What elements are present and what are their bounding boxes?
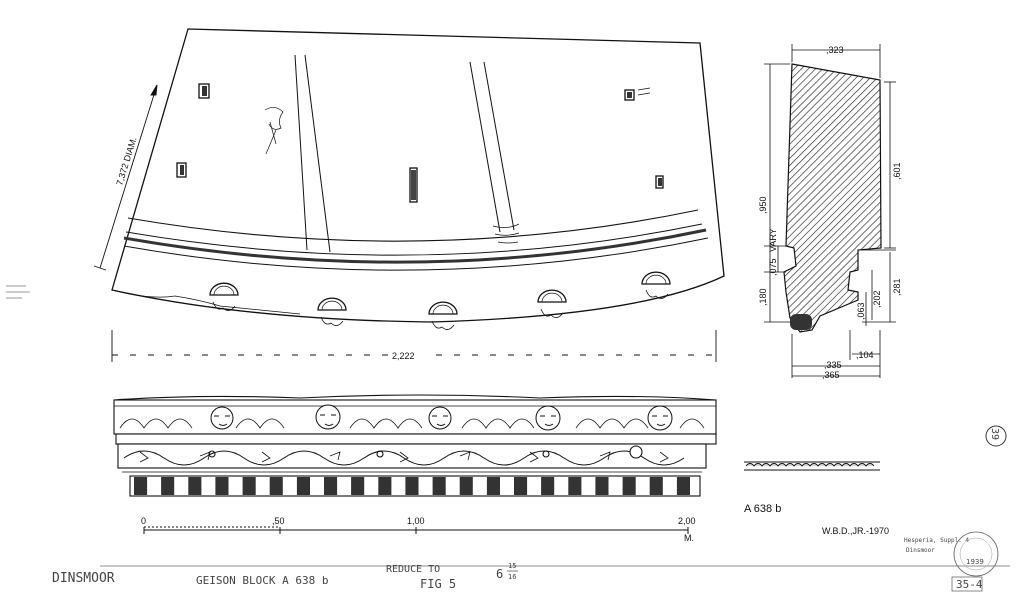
elev-top-edge <box>113 394 717 401</box>
sec-d063: ,063 <box>856 302 866 320</box>
mutule-block <box>242 477 256 495</box>
mutule-block <box>378 477 392 495</box>
width-label: 2,222 <box>392 351 415 361</box>
edge-smudge <box>6 285 30 299</box>
credit: W.B.D.,JR.-1970 <box>822 526 889 536</box>
mutule-block <box>351 477 365 495</box>
sec-d281: ,281 <box>892 278 902 296</box>
mutule-block <box>405 477 419 495</box>
svg-text:39: 39 <box>989 428 1000 440</box>
archive-stamp: 1939 <box>953 531 999 577</box>
sec-d075: ,075 <box>768 258 778 276</box>
width-dimension <box>111 330 717 362</box>
scale-tick-50: ,50 <box>272 516 285 526</box>
plan-weathered-edge <box>111 289 301 315</box>
sec-d180: ,180 <box>758 288 768 306</box>
mutule-block <box>595 477 609 495</box>
note-archive: Hesperia, Suppl. 4 <box>904 537 969 544</box>
mutule-block <box>676 477 690 495</box>
section-dimensions <box>764 44 896 378</box>
plan-band-3 <box>123 228 707 264</box>
scale-tick-200: 2,00 <box>678 516 696 526</box>
plan-band-4 <box>123 237 709 271</box>
plan-joint-right <box>469 61 501 233</box>
note-fraction-num: 15 <box>508 562 516 570</box>
mutule-block <box>188 477 202 495</box>
note-site: DINSMOOR <box>52 571 115 586</box>
plan-view <box>111 28 725 330</box>
mutule-block <box>486 477 500 495</box>
sec-d335: ,335 <box>824 360 842 370</box>
sec-height-upper: ,601 <box>892 162 902 180</box>
sec-height-total: ,950 <box>758 196 768 214</box>
plan-joint-left-b <box>304 54 331 253</box>
mutule-block <box>161 477 175 495</box>
note-fraction-whole: 6 <box>496 567 503 581</box>
mutule-block <box>296 477 310 495</box>
sec-d104: ,104 <box>856 350 874 360</box>
plan-joint-right-b <box>483 61 515 231</box>
sec-d202: ,202 <box>872 290 882 308</box>
block-id: A 638 b <box>744 503 781 515</box>
mutule-block <box>215 477 229 495</box>
plan-lion-spouts <box>209 271 671 330</box>
scale-tick-100: 1,00 <box>407 516 425 526</box>
mutule-block <box>269 477 283 495</box>
diam-label: 7,372 DIAM. <box>114 136 138 187</box>
circled-number: 39 <box>985 425 1007 447</box>
mutule-block <box>134 477 148 495</box>
sec-d365: ,365 <box>822 370 840 380</box>
profile-strip <box>744 461 880 471</box>
mutule-block <box>514 477 528 495</box>
scale-unit: M. <box>684 533 694 543</box>
plan-band-1 <box>127 209 699 242</box>
diam-dimension <box>93 84 158 271</box>
plan-joint-left <box>294 54 308 251</box>
mutule-block <box>324 477 338 495</box>
mutule-block <box>459 477 473 495</box>
sec-vary: VARY <box>768 228 778 252</box>
mutule-block <box>568 477 582 495</box>
mutule-block <box>622 477 636 495</box>
scale-bar <box>143 526 689 534</box>
mutule-block <box>541 477 555 495</box>
note-fig: FIG 5 <box>420 577 456 591</box>
elev-vine-scroll <box>123 450 685 466</box>
stamp-year: 1939 <box>966 558 984 566</box>
elev-lion-heads <box>210 404 673 431</box>
mutule-block <box>649 477 663 495</box>
elev-mutule-blocks <box>134 477 690 495</box>
sheet-number: 35-4 <box>956 578 983 591</box>
sec-top-width: ,323 <box>826 45 844 55</box>
note-reduce: REDUCE TO <box>386 564 440 575</box>
section-profile <box>783 63 882 333</box>
plan-band-2 <box>125 223 703 256</box>
note-fraction-den: 16 <box>508 573 516 581</box>
note-archive2: Dinsmoor <box>906 547 935 554</box>
mutule-block <box>432 477 446 495</box>
scale-tick-0: 0 <box>141 516 146 526</box>
plan-outline <box>111 28 725 323</box>
note-block: GEISON BLOCK A 638 b <box>196 574 328 587</box>
